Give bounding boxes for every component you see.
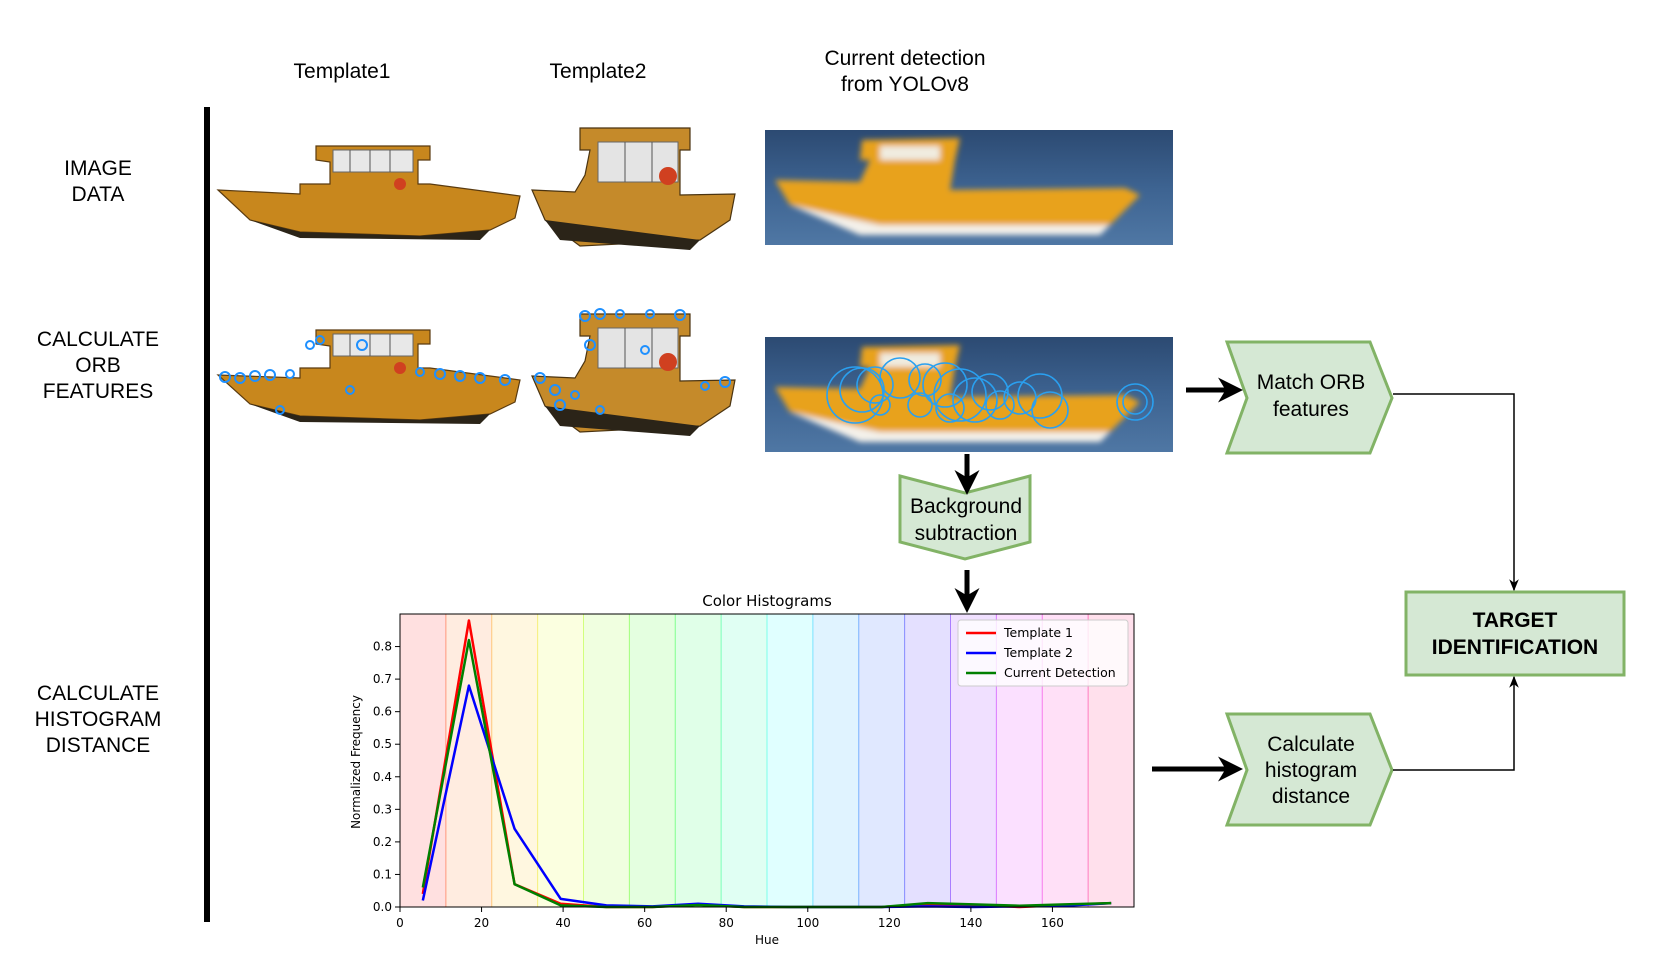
y-tick-label: 0.0 xyxy=(373,900,392,914)
chart-title: Color Histograms xyxy=(702,592,832,610)
column-header-current-line2: from YOLOv8 xyxy=(841,73,969,96)
node-text-line: histogram xyxy=(1265,759,1357,782)
node-text-line: TARGET xyxy=(1473,609,1558,632)
column-header-template2: Template2 xyxy=(549,60,647,83)
orb-keypoints xyxy=(826,357,1154,429)
node-text-line: features xyxy=(1273,398,1349,421)
hue-band xyxy=(628,613,676,908)
calculate-histogram-distance-node: Calculate histogram distance xyxy=(1224,712,1394,827)
hue-band xyxy=(537,613,584,908)
row-label-image-data: IMAGE DATA xyxy=(0,156,198,208)
y-tick-label: 0.6 xyxy=(373,705,392,719)
node-text-line: IDENTIFICATION xyxy=(1432,636,1598,659)
hue-band xyxy=(904,613,951,908)
y-tick-label: 0.3 xyxy=(373,802,392,816)
row-label-line: CALCULATE xyxy=(36,328,160,351)
vertical-divider xyxy=(204,107,210,922)
y-tick-label: 0.8 xyxy=(373,640,392,654)
row-label-line: ORB xyxy=(75,354,121,377)
x-tick-label: 100 xyxy=(796,916,819,930)
node-text-line: distance xyxy=(1272,785,1350,808)
target-identification-node: TARGET IDENTIFICATION xyxy=(1404,590,1626,677)
y-tick-label: 0.2 xyxy=(373,835,392,849)
y-axis-label: Normalized Frequency xyxy=(349,695,363,829)
hue-band xyxy=(583,613,630,908)
chart-legend: Template 1 Template 2 Current Detection xyxy=(957,619,1129,687)
template2-orb-image xyxy=(531,308,736,436)
x-tick-label: 140 xyxy=(959,916,982,930)
row-label-line: DISTANCE xyxy=(45,734,151,757)
node-text-line: Calculate xyxy=(1267,733,1355,756)
row-label-histogram-distance: CALCULATE HISTOGRAM DISTANCE xyxy=(0,681,198,759)
current-detection-orb-image xyxy=(765,337,1173,452)
x-tick-label: 60 xyxy=(637,916,652,930)
background-subtraction-node: Background subtraction xyxy=(898,474,1032,561)
y-axis-ticks: 0.0 0.1 0.2 0.3 0.4 0.5 0.6 0.7 0.8 xyxy=(373,640,400,914)
row-label-line: IMAGE xyxy=(64,157,132,180)
y-tick-label: 0.7 xyxy=(373,672,392,686)
column-header-template1: Template1 xyxy=(293,60,391,83)
orb-keypoints xyxy=(219,335,511,415)
x-axis-label: Hue xyxy=(755,933,779,947)
x-tick-label: 40 xyxy=(555,916,570,930)
hue-band xyxy=(812,613,860,908)
hue-band xyxy=(399,613,447,908)
y-tick-label: 0.5 xyxy=(373,737,392,751)
node-text-line: Match ORB xyxy=(1257,371,1366,394)
y-tick-label: 0.4 xyxy=(373,770,392,784)
column-header-current-detection: Current detection from YOLOv8 xyxy=(790,46,1020,98)
x-axis-ticks: 0 20 40 60 80 100 120 140 160 xyxy=(396,907,1064,930)
hue-band xyxy=(766,613,814,908)
row-label-line: HISTOGRAM xyxy=(34,708,162,731)
template1-orb-image xyxy=(216,329,521,424)
x-tick-label: 0 xyxy=(396,916,404,930)
match-orb-features-node: Match ORB features xyxy=(1224,340,1394,455)
row-label-line: CALCULATE xyxy=(36,682,160,705)
connector-histogram-to-target xyxy=(1393,675,1519,771)
row-label-orb-features: CALCULATE ORB FEATURES xyxy=(0,327,198,405)
template1-image xyxy=(216,145,521,240)
color-histogram-chart: Color Histograms 0 20 40 60 80 100 120 140 160 0… xyxy=(349,592,1135,947)
legend-label: Current Detection xyxy=(1004,665,1116,680)
row-label-line: FEATURES xyxy=(42,380,154,403)
row-label-line: DATA xyxy=(71,183,125,206)
template2-image xyxy=(531,127,736,250)
node-text-line: subtraction xyxy=(915,522,1018,545)
plot-frame xyxy=(399,613,1135,908)
orb-keypoints xyxy=(534,308,731,415)
hue-band xyxy=(491,613,539,908)
x-tick-label: 120 xyxy=(878,916,901,930)
node-text-line: Background xyxy=(910,495,1022,518)
legend-label: Template 2 xyxy=(1003,645,1073,660)
column-header-current-line1: Current detection xyxy=(824,47,986,70)
x-tick-label: 20 xyxy=(474,916,489,930)
legend-label: Template 1 xyxy=(1003,625,1073,640)
y-tick-label: 0.1 xyxy=(373,867,392,881)
connector-match-orb-to-target xyxy=(1393,393,1519,592)
x-tick-label: 80 xyxy=(719,916,734,930)
hue-band xyxy=(720,613,768,908)
x-tick-label: 160 xyxy=(1041,916,1064,930)
hue-band xyxy=(674,613,722,908)
hue-band xyxy=(858,613,906,908)
legend-box xyxy=(957,619,1129,687)
current-detection-image xyxy=(765,130,1173,245)
